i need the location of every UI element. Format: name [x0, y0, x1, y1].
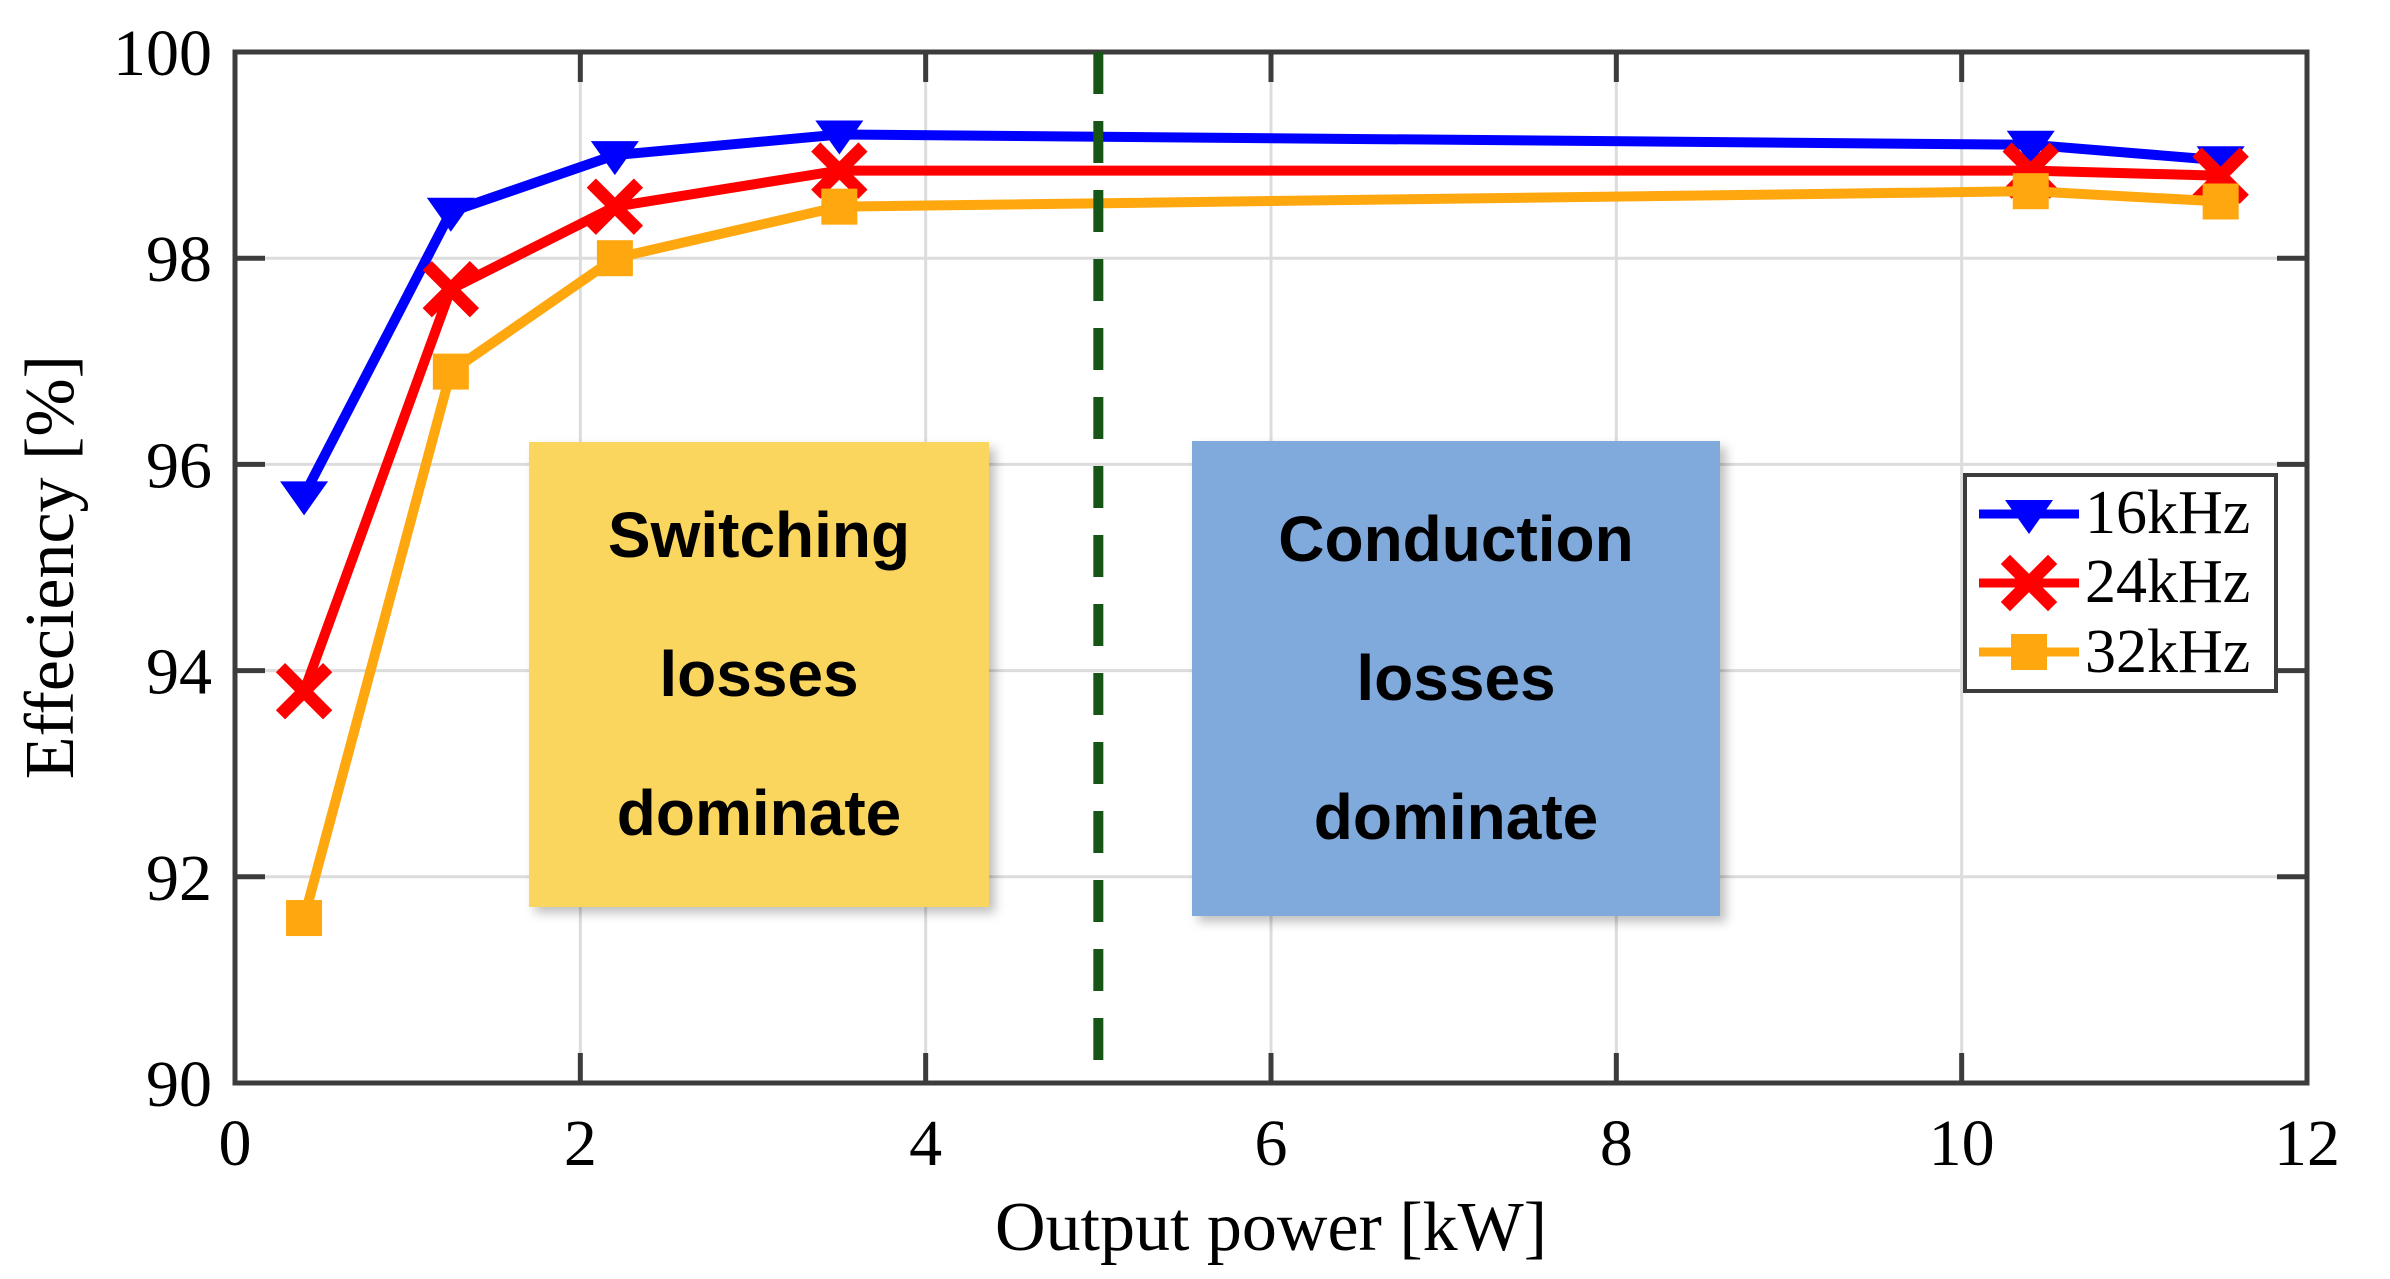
x-axis-label-wrap: Output power [kW] — [235, 1188, 2307, 1268]
x-tick-label-0: 0 — [219, 1107, 252, 1180]
legend-row-24khz: 24kHz — [1975, 548, 2274, 617]
annotation-conduction-losses: Conduction losses dominate — [1192, 441, 1720, 916]
marker-24kHz-0 — [275, 663, 333, 720]
marker-32kHz-2 — [596, 240, 633, 277]
legend-glyph-16kHz — [2005, 499, 2053, 534]
annotation-line: losses — [659, 638, 859, 710]
marker-24kHz-3 — [811, 142, 868, 199]
marker-16kHz-2 — [590, 141, 639, 176]
legend-marker-24khz-icon — [1979, 554, 2079, 612]
series-line-32kHz — [299, 186, 2221, 920]
legend-row-32khz: 32kHz — [1975, 617, 2274, 686]
series-line-24kHz — [299, 165, 2221, 693]
y-tick-label-92: 92 — [146, 842, 212, 915]
marker-24kHz-1 — [422, 260, 480, 318]
annotation-line: dominate — [616, 777, 902, 849]
legend-marker-16khz-icon — [1979, 499, 2079, 534]
x-tick-label-10: 10 — [1929, 1107, 1995, 1180]
y-axis-label: Effeciency [%] — [12, 355, 89, 780]
x-tick-label-2: 2 — [564, 1107, 597, 1180]
marker-16kHz-1 — [426, 197, 475, 232]
marker-32kHz-3 — [821, 188, 858, 225]
marker-32kHz-4 — [2012, 173, 2049, 210]
legend-label-16khz: 16kHz — [2085, 479, 2251, 548]
series-32kHz — [286, 173, 2239, 937]
x-axis-label: Output power [kW] — [994, 1189, 1548, 1266]
marker-32kHz-1 — [432, 353, 469, 390]
marker-24kHz-2 — [586, 178, 644, 235]
annotation-switching-losses: Switching losses dominate — [529, 442, 989, 907]
annotation-line: losses — [1356, 642, 1556, 714]
annotation-line: Switching — [607, 499, 911, 571]
legend-marker-32khz-icon — [1979, 634, 2079, 671]
legend-row-16khz: 16kHz — [1975, 479, 2274, 548]
x-tick-label-12: 12 — [2274, 1107, 2340, 1180]
y-tick-label-90: 90 — [146, 1048, 212, 1121]
annotation-line: dominate — [1313, 781, 1599, 853]
y-tick-label-96: 96 — [146, 429, 212, 502]
y-axis-label-wrap: Effeciency [%] — [8, 52, 94, 1083]
legend-label-24khz: 24kHz — [2085, 548, 2251, 617]
x-tick-label-6: 6 — [1255, 1107, 1288, 1180]
y-tick-label-98: 98 — [146, 223, 212, 296]
legend-label-32khz: 32kHz — [2085, 617, 2251, 686]
annotation-line: Conduction — [1278, 503, 1634, 575]
x-tick-label-8: 8 — [1600, 1107, 1633, 1180]
marker-16kHz-4 — [2006, 130, 2055, 165]
marker-16kHz-0 — [280, 481, 329, 516]
axes-frame — [232, 49, 2310, 1086]
marker-32kHz-0 — [286, 900, 323, 937]
series-24kHz — [275, 142, 2249, 720]
legend-glyph-32kHz — [2011, 634, 2047, 671]
marker-32kHz-5 — [2202, 183, 2239, 220]
marker-16kHz-3 — [815, 120, 864, 155]
y-tick-label-100: 100 — [113, 17, 212, 90]
x-tick-label-4: 4 — [909, 1107, 942, 1180]
series-line-16kHz — [299, 129, 2222, 498]
legend-glyph-24kHz — [2000, 554, 2058, 612]
y-tick-label-94: 94 — [146, 636, 212, 709]
legend: 16kHz 24kHz 32kHz — [1963, 473, 2278, 693]
